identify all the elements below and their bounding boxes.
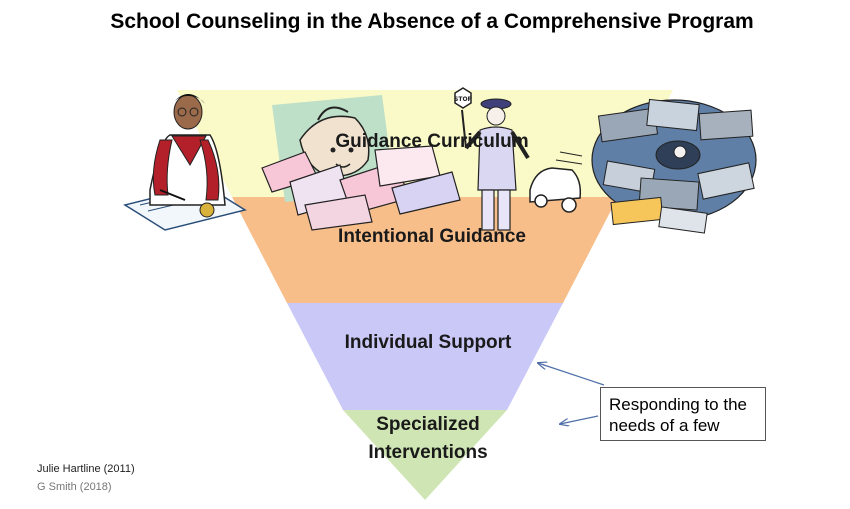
credit-adaptation-author: G Smith (2018)	[37, 481, 112, 493]
layer-label-guidance-curriculum: Guidance Curriculum	[335, 131, 528, 152]
crossing-guard-stop-sign-icon: STOP	[454, 87, 583, 231]
layer-intentional-guidance	[232, 197, 618, 303]
paper-pile-icon	[591, 98, 757, 234]
layer-specialized-interventions	[343, 410, 507, 500]
layer-label-intentional-guidance: Intentional Guidance	[338, 226, 526, 247]
layer-label-individual-support: Individual Support	[345, 332, 512, 353]
overwhelmed-paperwork-icon	[261, 95, 461, 231]
callout-arrow-specialized-interventions	[560, 415, 599, 424]
callout-box: Responding to the needs of a few	[600, 387, 766, 441]
page-title: School Counseling in the Absence of a Co…	[110, 10, 753, 33]
callout-arrow-individual-support	[538, 363, 605, 386]
layer-label-specialized-line-1: Specialized	[376, 414, 480, 435]
credit-original-author: Julie Hartline (2011)	[37, 463, 135, 475]
layer-individual-support	[287, 303, 563, 410]
layer-label-specialized-line-2: Interventions	[368, 442, 487, 463]
counselor-writing-icon	[123, 94, 247, 231]
svg-text:STOP: STOP	[454, 96, 473, 103]
